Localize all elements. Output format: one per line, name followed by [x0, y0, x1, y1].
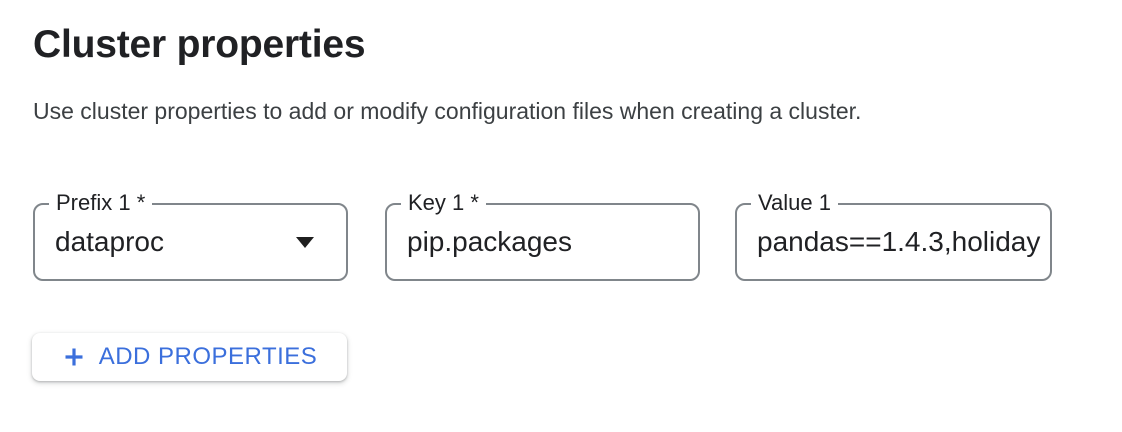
- prefix-field[interactable]: Prefix 1 * dataproc: [33, 190, 348, 281]
- key-label: Key 1 *: [401, 190, 486, 216]
- prefix-label: Prefix 1 *: [49, 190, 153, 216]
- value-label: Value 1: [751, 190, 838, 216]
- plus-icon[interactable]: [62, 345, 86, 369]
- page-title: Cluster properties: [33, 23, 366, 66]
- key-input[interactable]: [387, 205, 698, 279]
- caret-down-icon[interactable]: [296, 236, 314, 248]
- prefix-select-value[interactable]: dataproc: [55, 226, 164, 257]
- key-field[interactable]: Key 1 *: [385, 190, 700, 281]
- value-input[interactable]: [737, 205, 1050, 279]
- value-field[interactable]: Value 1: [735, 190, 1052, 281]
- add-properties-label: ADD PROPERTIES: [98, 343, 318, 370]
- page-description: Use cluster properties to add or modify …: [33, 98, 862, 124]
- add-properties-button[interactable]: ADD PROPERTIES: [32, 333, 347, 381]
